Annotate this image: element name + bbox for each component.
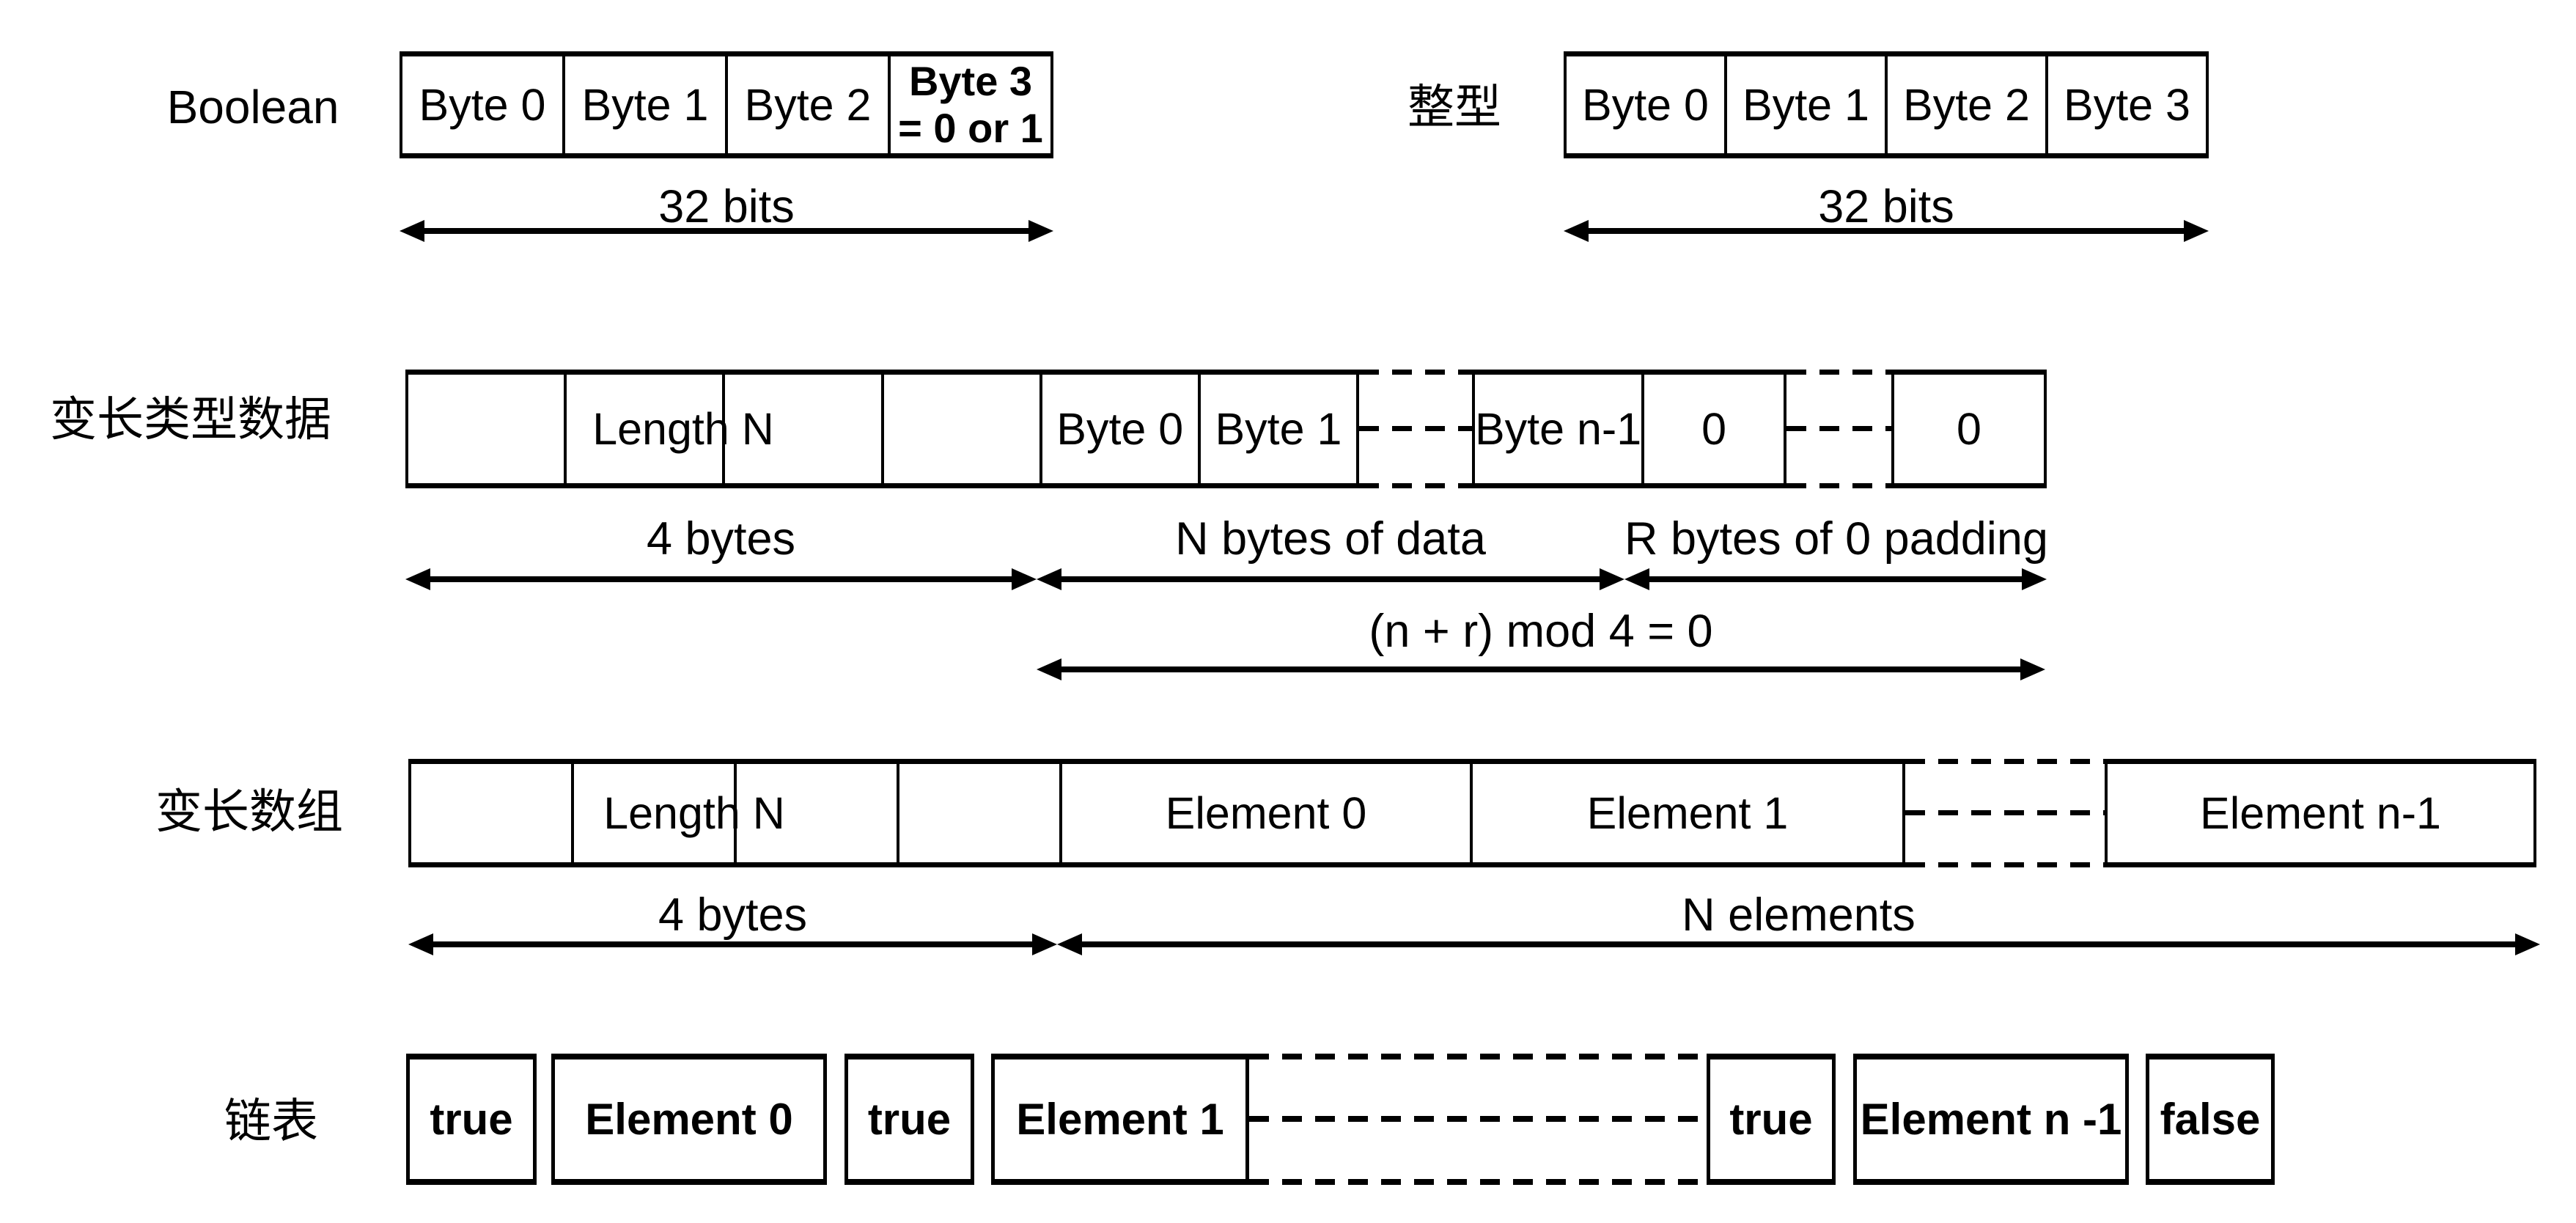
linked-list-element-n1-box: Element n -1: [1853, 1054, 2129, 1185]
varlen-array-element1-cell: Element 1: [1470, 764, 1902, 862]
dashed-line-top: [1905, 759, 2105, 764]
dashed-line-middle: [1905, 810, 2105, 815]
boolean-bits-measure: 32 bits: [658, 181, 795, 232]
linked-list-flag-end-box: false: [2146, 1054, 2275, 1185]
varlen-data-padding-arrow: [1624, 568, 2047, 591]
arrow-line: [417, 941, 1048, 947]
dashed-line-bottom: [1786, 483, 1891, 488]
linked-list-ellipsis-gap: [1249, 1054, 1707, 1185]
arrow-line: [408, 228, 1045, 234]
varlen-data-last-pad-box: 0: [1891, 370, 2047, 488]
varlen-array-4bytes-arrow: [408, 933, 1057, 956]
integer-byte1-cell: Byte 1: [1724, 56, 1885, 153]
dashed-line-top: [1786, 370, 1891, 375]
linked-list-flag2-box: true: [1707, 1054, 1836, 1185]
integer-row-label: 整型: [1407, 81, 1501, 133]
varlen-data-tail-box: Byte n-1 0: [1472, 370, 1786, 488]
varlen-data-pad1-cell: 0: [1957, 404, 1981, 454]
dashed-line-top: [1249, 1054, 1707, 1059]
length-cell-2: [734, 764, 897, 862]
length-cell-1: [571, 764, 734, 862]
length-cell-0: [408, 375, 564, 483]
boolean-byte3-cell: Byte 3 = 0 or 1: [888, 56, 1050, 153]
dashed-line-top: [1359, 370, 1472, 375]
varlen-array-main-box: Element 0 Element 1 Length N: [408, 759, 1905, 867]
dashed-line-middle: [1359, 426, 1472, 431]
boolean-byte1-cell: Byte 1: [562, 56, 725, 153]
boolean-row-label: Boolean: [166, 81, 339, 133]
varlen-array-nelements-measure: N elements: [1682, 889, 1916, 941]
dashed-line-bottom: [1249, 1179, 1707, 1185]
varlen-array-element0-cell: Element 0: [1059, 764, 1470, 862]
boolean-byte3-line2: = 0 or 1: [898, 105, 1043, 151]
integer-byte2-cell: Byte 2: [1885, 56, 2045, 153]
varlen-data-4bytes-arrow: [405, 568, 1037, 591]
linked-list-flag1-box: true: [844, 1054, 974, 1185]
arrow-line: [414, 576, 1028, 582]
dashed-line-bottom: [1359, 483, 1472, 488]
linked-list-flag0-box: true: [406, 1054, 537, 1185]
varlen-data-pad0-cell: 0: [1641, 375, 1784, 483]
varlen-data-length-box: Byte 0 Byte 1 Length N: [405, 370, 1359, 488]
integer-bits-measure: 32 bits: [1818, 181, 1954, 232]
length-cell-2: [722, 375, 880, 483]
varlen-array-last-element-box: Element n-1: [2105, 759, 2536, 867]
varlen-array-ellipsis-gap: [1905, 759, 2105, 867]
varlen-data-4bytes-measure: 4 bytes: [646, 513, 796, 565]
boolean-byte3-line1: Byte 3: [908, 58, 1033, 104]
length-cell-1: [564, 375, 722, 483]
boolean-byte0-cell: Byte 0: [419, 80, 546, 130]
varlen-data-byte0-cell: Byte 0: [1039, 375, 1198, 483]
length-cell-0: [411, 764, 571, 862]
integer-byte0-cell: Byte 0: [1582, 80, 1709, 130]
dashed-line-middle: [1249, 1116, 1707, 1122]
varlen-data-byte1-cell: Byte 1: [1197, 375, 1356, 483]
dashed-line-bottom: [1905, 862, 2105, 867]
varlen-data-ellipsis-gap-1: [1359, 370, 1472, 488]
arrow-line: [1045, 576, 1616, 582]
varlen-data-byte-n1-cell: Byte n-1: [1475, 404, 1642, 454]
linked-list-element1-box: Element 1: [991, 1054, 1249, 1185]
varlen-data-nbytes-arrow: [1037, 568, 1624, 591]
linked-list-element0-box: Element 0: [551, 1054, 827, 1185]
arrow-line: [1066, 941, 2531, 947]
integer-bits-arrow: [1564, 219, 2209, 243]
arrow-line: [1572, 228, 2200, 234]
varlen-data-nbytes-measure: N bytes of data: [1175, 513, 1486, 565]
varlen-data-row-label: 变长类型数据: [50, 393, 331, 446]
dashed-line-middle: [1786, 426, 1891, 431]
varlen-data-mod-measure: (n + r) mod 4 = 0: [1369, 606, 1713, 657]
varlen-array-element-n1-cell: Element n-1: [2200, 788, 2441, 838]
varlen-array-4bytes-measure: 4 bytes: [658, 889, 808, 941]
integer-byte-box: Byte 0 Byte 1 Byte 2 Byte 3: [1564, 51, 2209, 158]
length-cell-3: [897, 764, 1059, 862]
arrow-line: [1633, 576, 2038, 582]
integer-byte3-cell: Byte 3: [2045, 56, 2206, 153]
varlen-data-padding-measure: R bytes of 0 padding: [1624, 513, 2048, 565]
boolean-bits-arrow: [400, 219, 1053, 243]
linked-list-row-label: 链表: [224, 1095, 318, 1147]
varlen-array-nelements-arrow: [1057, 933, 2540, 956]
boolean-byte2-cell: Byte 2: [725, 56, 888, 153]
varlen-data-mod-arrow: [1037, 658, 2045, 681]
boolean-byte-box: Byte 0 Byte 1 Byte 2 Byte 3 = 0 or 1: [400, 51, 1053, 158]
varlen-data-ellipsis-gap-2: [1786, 370, 1891, 488]
arrow-line: [1045, 666, 2036, 672]
length-cell-3: [880, 375, 1039, 483]
varlen-array-row-label: 变长数组: [155, 785, 343, 838]
